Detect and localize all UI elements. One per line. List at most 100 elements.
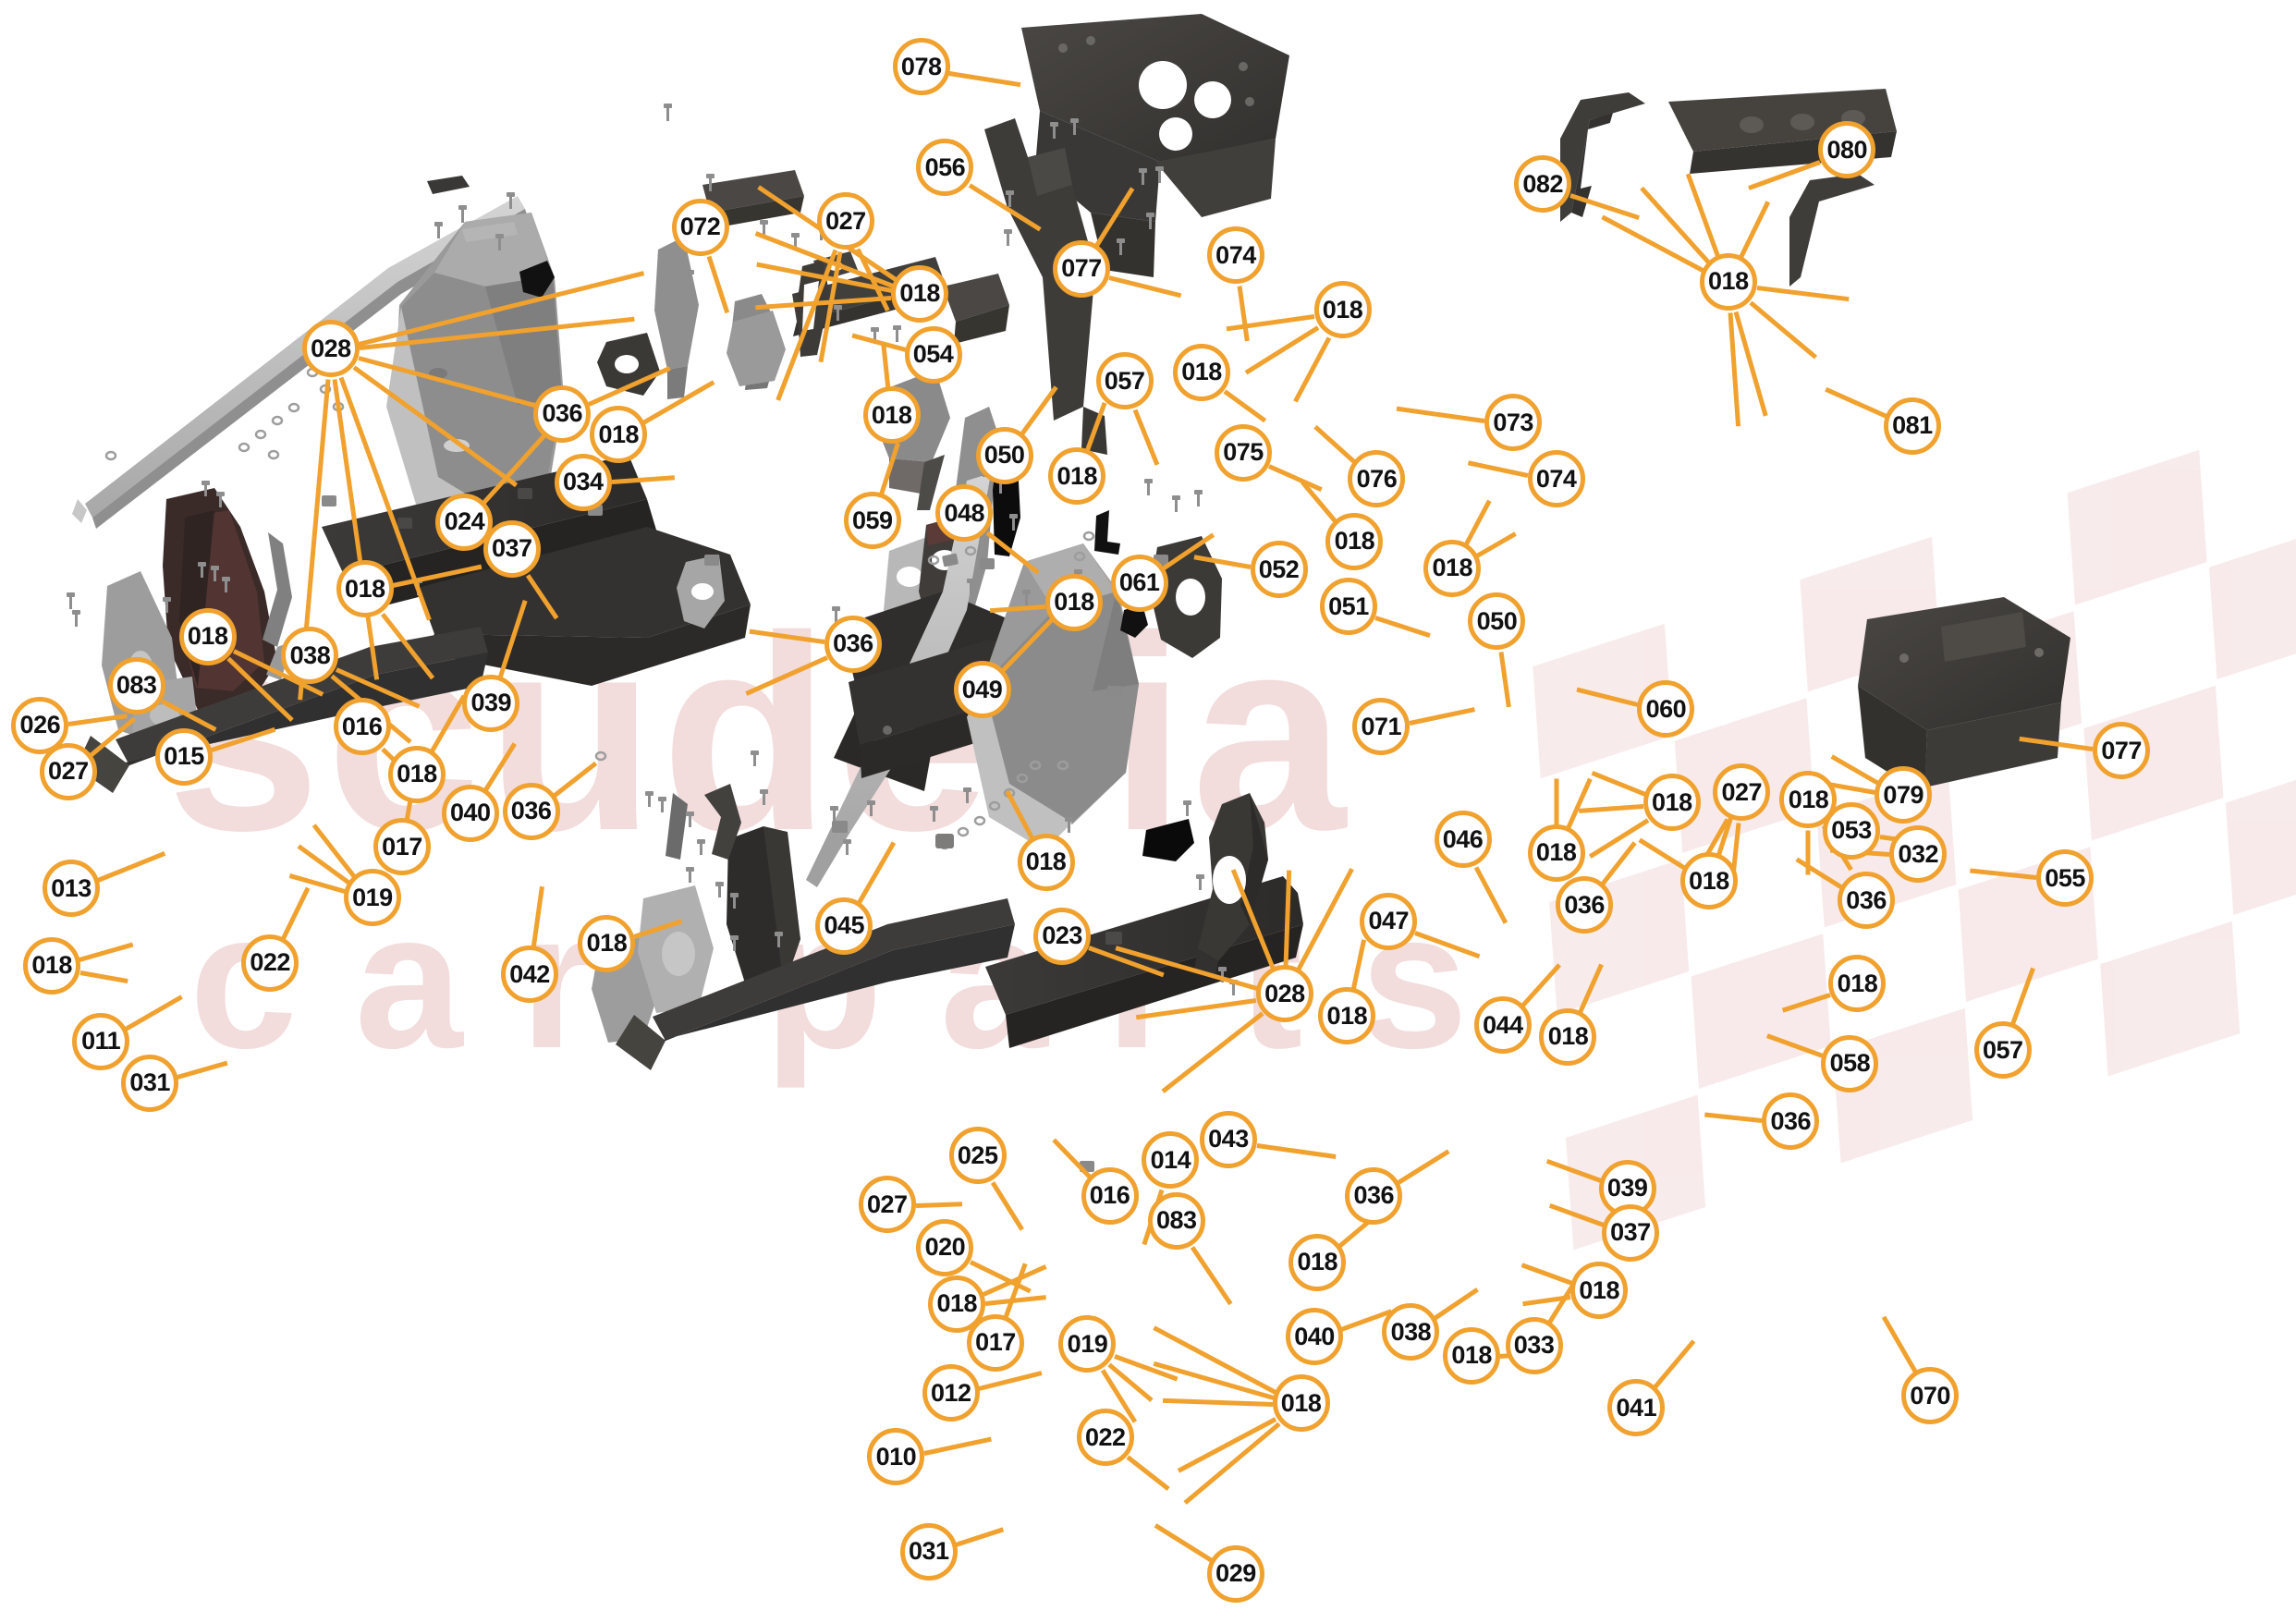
callout-077[interactable]: 077: [1053, 239, 1111, 298]
callout-074[interactable]: 074: [1206, 226, 1264, 285]
callout-083[interactable]: 083: [1147, 1191, 1205, 1250]
callout-037[interactable]: 037: [482, 519, 541, 578]
callout-011[interactable]: 011: [72, 1012, 130, 1070]
callout-018[interactable]: 018: [388, 745, 446, 803]
callout-027[interactable]: 027: [39, 742, 97, 800]
callout-018[interactable]: 018: [1313, 281, 1372, 339]
callout-046[interactable]: 046: [1434, 811, 1492, 869]
callout-061[interactable]: 061: [1110, 554, 1168, 612]
callout-033[interactable]: 033: [1505, 1316, 1563, 1374]
callout-036[interactable]: 036: [1345, 1166, 1403, 1225]
callout-018[interactable]: 018: [1325, 512, 1384, 570]
callout-075[interactable]: 075: [1214, 423, 1272, 482]
callout-018[interactable]: 018: [1045, 573, 1104, 631]
callout-078[interactable]: 078: [892, 38, 950, 96]
callout-040[interactable]: 040: [1286, 1308, 1344, 1366]
callout-022[interactable]: 022: [1076, 1409, 1134, 1467]
callout-018[interactable]: 018: [1288, 1233, 1347, 1291]
callout-036[interactable]: 036: [1556, 876, 1614, 934]
callout-059[interactable]: 059: [843, 492, 901, 550]
callout-018[interactable]: 018: [23, 936, 81, 995]
callout-036[interactable]: 036: [1762, 1092, 1820, 1151]
callout-018[interactable]: 018: [1679, 852, 1738, 910]
callout-016[interactable]: 016: [1081, 1166, 1139, 1225]
callout-027[interactable]: 027: [816, 192, 874, 250]
callout-056[interactable]: 056: [916, 139, 974, 197]
callout-077[interactable]: 077: [2093, 722, 2151, 780]
callout-041[interactable]: 041: [1607, 1379, 1666, 1437]
callout-048[interactable]: 048: [935, 484, 994, 543]
callout-037[interactable]: 037: [1601, 1203, 1659, 1262]
callout-081[interactable]: 081: [1883, 397, 1941, 455]
callout-018[interactable]: 018: [1643, 774, 1701, 832]
callout-058[interactable]: 058: [1821, 1034, 1879, 1092]
callout-047[interactable]: 047: [1360, 892, 1418, 950]
callout-015[interactable]: 015: [155, 727, 214, 786]
callout-018[interactable]: 018: [1699, 252, 1757, 311]
callout-017[interactable]: 017: [372, 818, 431, 876]
callout-076[interactable]: 076: [1348, 450, 1406, 508]
callout-018[interactable]: 018: [1048, 447, 1106, 506]
callout-022[interactable]: 022: [241, 934, 299, 992]
callout-017[interactable]: 017: [966, 1313, 1024, 1372]
callout-045[interactable]: 045: [815, 897, 873, 955]
callout-023[interactable]: 023: [1033, 907, 1092, 965]
callout-031[interactable]: 031: [121, 1054, 179, 1112]
callout-051[interactable]: 051: [1319, 578, 1377, 636]
callout-073[interactable]: 073: [1484, 394, 1543, 452]
callout-036[interactable]: 036: [1838, 872, 1896, 930]
callout-074[interactable]: 074: [1527, 450, 1585, 508]
callout-057[interactable]: 057: [1973, 1021, 2032, 1080]
callout-034[interactable]: 034: [554, 453, 612, 511]
callout-018[interactable]: 018: [891, 264, 949, 323]
callout-010[interactable]: 010: [867, 1428, 925, 1486]
callout-054[interactable]: 054: [904, 325, 962, 384]
callout-053[interactable]: 053: [1823, 801, 1881, 860]
callout-019[interactable]: 019: [1058, 1315, 1117, 1373]
callout-020[interactable]: 020: [916, 1218, 974, 1276]
callout-055[interactable]: 055: [2036, 849, 2094, 908]
callout-042[interactable]: 042: [500, 946, 558, 1004]
callout-014[interactable]: 014: [1142, 1131, 1200, 1190]
callout-039[interactable]: 039: [462, 674, 520, 732]
callout-018[interactable]: 018: [590, 406, 648, 464]
callout-070[interactable]: 070: [1901, 1367, 1960, 1425]
callout-027[interactable]: 027: [1713, 763, 1771, 822]
callout-018[interactable]: 018: [1318, 987, 1376, 1045]
callout-036[interactable]: 036: [824, 615, 882, 673]
callout-038[interactable]: 038: [281, 627, 339, 685]
callout-043[interactable]: 043: [1199, 1110, 1257, 1168]
callout-019[interactable]: 019: [343, 869, 401, 927]
callout-018[interactable]: 018: [1443, 1326, 1501, 1385]
callout-018[interactable]: 018: [336, 560, 394, 618]
callout-038[interactable]: 038: [1382, 1303, 1440, 1361]
callout-013[interactable]: 013: [43, 860, 101, 918]
callout-029[interactable]: 029: [1206, 1544, 1264, 1603]
callout-080[interactable]: 080: [1818, 121, 1876, 179]
callout-018[interactable]: 018: [1539, 1007, 1597, 1066]
callout-057[interactable]: 057: [1095, 352, 1154, 410]
callout-072[interactable]: 072: [671, 198, 729, 256]
callout-044[interactable]: 044: [1473, 996, 1532, 1055]
callout-050[interactable]: 050: [1468, 592, 1526, 651]
callout-052[interactable]: 052: [1250, 541, 1308, 599]
callout-018[interactable]: 018: [178, 607, 237, 665]
callout-018[interactable]: 018: [1017, 833, 1075, 891]
callout-012[interactable]: 012: [922, 1364, 980, 1422]
callout-040[interactable]: 040: [441, 784, 499, 842]
callout-028[interactable]: 028: [301, 320, 360, 378]
callout-027[interactable]: 027: [858, 1176, 916, 1234]
callout-083[interactable]: 083: [107, 656, 165, 714]
callout-082[interactable]: 082: [1514, 155, 1572, 214]
callout-018[interactable]: 018: [578, 914, 636, 972]
callout-036[interactable]: 036: [533, 384, 592, 443]
callout-018[interactable]: 018: [1423, 539, 1482, 597]
callout-018[interactable]: 018: [1570, 1262, 1629, 1320]
callout-018[interactable]: 018: [1173, 343, 1231, 401]
callout-050[interactable]: 050: [975, 426, 1033, 484]
callout-036[interactable]: 036: [502, 782, 560, 840]
callout-025[interactable]: 025: [948, 1127, 1007, 1185]
callout-031[interactable]: 031: [899, 1522, 958, 1580]
callout-018[interactable]: 018: [1272, 1374, 1330, 1433]
callout-018[interactable]: 018: [1527, 824, 1585, 882]
